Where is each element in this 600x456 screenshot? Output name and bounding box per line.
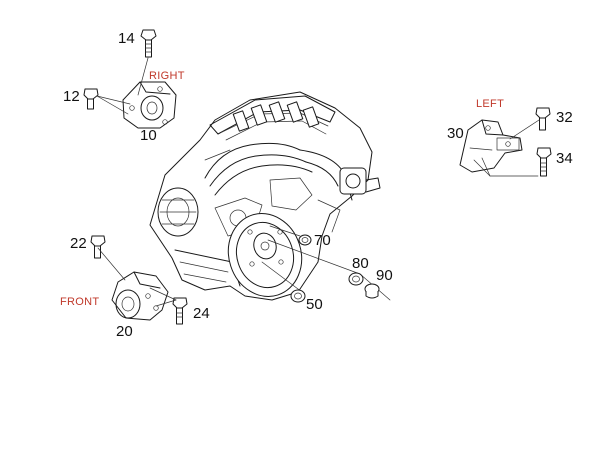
bolt-22	[90, 235, 106, 259]
left-side-label: LEFT	[476, 98, 504, 110]
callout-32: 32	[556, 109, 573, 126]
ignition-coils	[232, 101, 320, 132]
part-80-seal	[348, 272, 364, 286]
callout-30: 30	[447, 125, 464, 142]
left-mount-30	[459, 119, 523, 173]
bolt-32	[535, 107, 551, 131]
callout-70: 70	[314, 232, 331, 249]
flywheel	[227, 213, 303, 297]
front-mount-20	[111, 271, 169, 321]
right-side-label: RIGHT	[149, 70, 185, 82]
bolt-24	[172, 297, 188, 325]
bolt-12	[83, 88, 99, 110]
callout-20: 20	[116, 323, 133, 340]
callout-50: 50	[306, 296, 323, 313]
bolt-14	[140, 29, 157, 58]
callout-90: 90	[376, 267, 393, 284]
callout-22: 22	[70, 235, 87, 252]
right-mount-10	[122, 81, 177, 129]
callout-80: 80	[352, 255, 369, 272]
front-side-label: FRONT	[60, 296, 99, 308]
callout-34: 34	[556, 150, 573, 167]
part-70-plug	[298, 234, 312, 246]
callout-14: 14	[118, 30, 135, 47]
part-50-plug	[290, 289, 306, 303]
bolt-34	[536, 147, 552, 177]
callout-10: 10	[140, 127, 157, 144]
callout-24: 24	[193, 305, 210, 322]
part-90-plug	[364, 283, 380, 299]
callout-12: 12	[63, 88, 80, 105]
engine-assembly	[149, 91, 381, 301]
